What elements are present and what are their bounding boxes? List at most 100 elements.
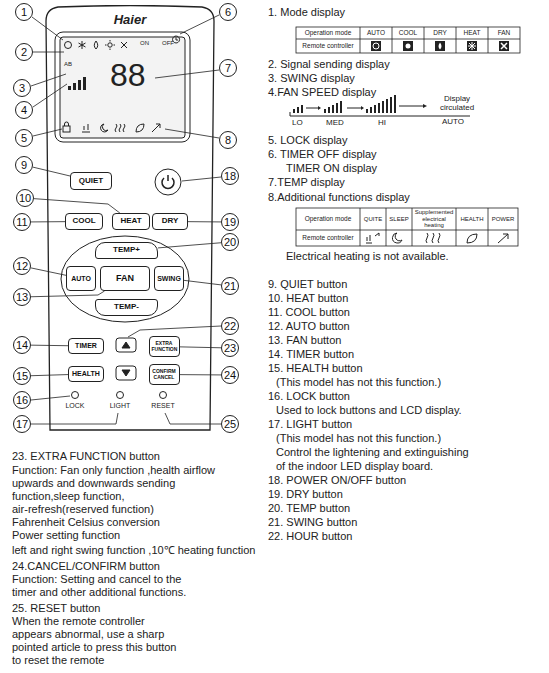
label-text: 13. FAN button bbox=[268, 334, 341, 347]
button-label: DRY bbox=[162, 217, 179, 226]
leader-lines bbox=[31, 396, 70, 400]
remote-outline bbox=[46, 6, 214, 431]
lcd-screen bbox=[55, 32, 190, 142]
function-table bbox=[296, 208, 518, 246]
leader-line bbox=[184, 280, 221, 285]
callout-text: 3 bbox=[19, 82, 25, 94]
callout-number: 3 bbox=[13, 79, 31, 97]
leader-lines bbox=[31, 413, 118, 424]
label-text: Fahrenheit Celsius conversion bbox=[12, 516, 160, 529]
callout-number: 22 bbox=[221, 317, 239, 335]
callout-number: 17 bbox=[13, 415, 31, 433]
callout-text: 25 bbox=[224, 418, 236, 430]
leader-lines bbox=[31, 74, 66, 86]
leader-line bbox=[34, 199, 120, 213]
label-text: Operation mode bbox=[296, 208, 360, 230]
remote-button: QUIET bbox=[70, 172, 112, 190]
button-label: EXTRA FUNCTION bbox=[152, 341, 177, 352]
callout-number: 14 bbox=[13, 336, 31, 354]
fan-speed-graphic bbox=[382, 101, 384, 113]
callout-number: 4 bbox=[15, 101, 33, 119]
label-text: QUITE bbox=[360, 208, 386, 230]
label-text: MED bbox=[326, 119, 344, 128]
callout-text: 4 bbox=[21, 104, 27, 116]
label-text: Supplemented electrical heating bbox=[412, 208, 456, 230]
remote-button: SWING bbox=[154, 266, 184, 291]
label-text: 16. LOCK button bbox=[268, 390, 350, 403]
leader-line bbox=[180, 374, 222, 375]
label-text: 20. TEMP button bbox=[268, 502, 350, 515]
mode-table-icons bbox=[406, 44, 411, 49]
button-label: AUTO bbox=[71, 275, 91, 283]
label-text: 6. TIMER OFF display bbox=[268, 148, 377, 161]
lcd-function-icons bbox=[65, 122, 69, 126]
callout-text: 19 bbox=[224, 216, 236, 228]
pin-holes bbox=[72, 392, 79, 399]
fan-speed-graphic bbox=[374, 105, 376, 113]
leader-lines bbox=[165, 413, 221, 424]
remote-button: COOL bbox=[65, 213, 103, 230]
callout-number: 25 bbox=[221, 415, 239, 433]
label-text: (This model has not this function.) bbox=[276, 432, 441, 445]
button-label: QUIET bbox=[79, 177, 103, 186]
lcd-mode-icons bbox=[65, 36, 180, 50]
fan-speed-graphic bbox=[378, 103, 380, 113]
remote-button: TIMER bbox=[68, 338, 104, 354]
label-text: LO bbox=[292, 119, 303, 128]
callout-text: 2 bbox=[21, 46, 27, 58]
lcd-function-icons bbox=[63, 126, 70, 132]
remote-button: EXTRA FUNCTION bbox=[149, 336, 180, 357]
hour-buttons bbox=[122, 342, 130, 348]
leader-lines bbox=[155, 70, 219, 78]
button-label: TEMP+ bbox=[113, 246, 140, 255]
label-text: OFF bbox=[162, 40, 174, 47]
callout-number: 13 bbox=[13, 288, 31, 306]
label-text: SLEEP bbox=[386, 208, 412, 230]
fan-speed-graphic bbox=[336, 103, 338, 113]
lcd-mode-icons bbox=[121, 42, 127, 48]
remote-button: CONFIRM CANCEL bbox=[149, 364, 180, 385]
lcd-mode-icons bbox=[108, 43, 112, 47]
mode-table bbox=[296, 27, 520, 53]
label-text: Control the lightening and extinguishing bbox=[276, 446, 469, 459]
callout-text: 12 bbox=[16, 260, 28, 272]
callout-text: 22 bbox=[224, 320, 236, 332]
callout-number: 24 bbox=[221, 366, 239, 384]
fan-speed-graphic bbox=[293, 109, 295, 113]
mode-table-icons bbox=[371, 41, 509, 51]
label-text: 12. AUTO button bbox=[268, 320, 350, 333]
remote-button: DRY bbox=[152, 213, 188, 230]
mode-table-icons bbox=[371, 41, 381, 51]
label-text: pointed article to press this button bbox=[12, 641, 176, 654]
remote-button: FAN bbox=[100, 266, 150, 291]
lcd-mode-icons bbox=[94, 41, 98, 49]
fan-speed-graphic bbox=[370, 107, 372, 113]
callout-text: 15 bbox=[16, 370, 28, 382]
fan-speed-graphic bbox=[290, 112, 470, 116]
callout-number: 11 bbox=[13, 213, 31, 231]
leader-lines bbox=[33, 84, 67, 107]
label-text: timer and other additional functions. bbox=[12, 586, 186, 599]
fan-speed-graphic bbox=[366, 109, 368, 113]
label-text: ON bbox=[140, 40, 149, 47]
callout-text: 8 bbox=[225, 134, 231, 146]
lcd-fan-speed bbox=[83, 77, 86, 90]
lcd-fan-speed bbox=[68, 77, 86, 90]
function-table-icons bbox=[392, 233, 402, 243]
leader-lines bbox=[33, 52, 64, 53]
callout-text: 17 bbox=[16, 418, 28, 430]
mode-table-icons bbox=[439, 43, 442, 50]
label-text: RESET bbox=[150, 402, 176, 410]
hour-buttons bbox=[116, 338, 136, 352]
label-text: HEAT bbox=[456, 27, 488, 39]
remote-button: HEAT bbox=[112, 213, 150, 230]
leader-lines bbox=[165, 129, 219, 138]
label-text: air-refresh(reserved function) bbox=[12, 503, 154, 516]
label-text: Used to lock buttons and LCD display. bbox=[276, 404, 462, 417]
fan-speed-graphic bbox=[328, 107, 330, 113]
callout-text: 11 bbox=[16, 216, 27, 228]
leader-lines bbox=[31, 15, 221, 424]
callout-number: 2 bbox=[15, 43, 33, 61]
label-text: left and right swing function ,10℃ heati… bbox=[12, 544, 255, 557]
label-text: Power setting function bbox=[12, 529, 120, 542]
